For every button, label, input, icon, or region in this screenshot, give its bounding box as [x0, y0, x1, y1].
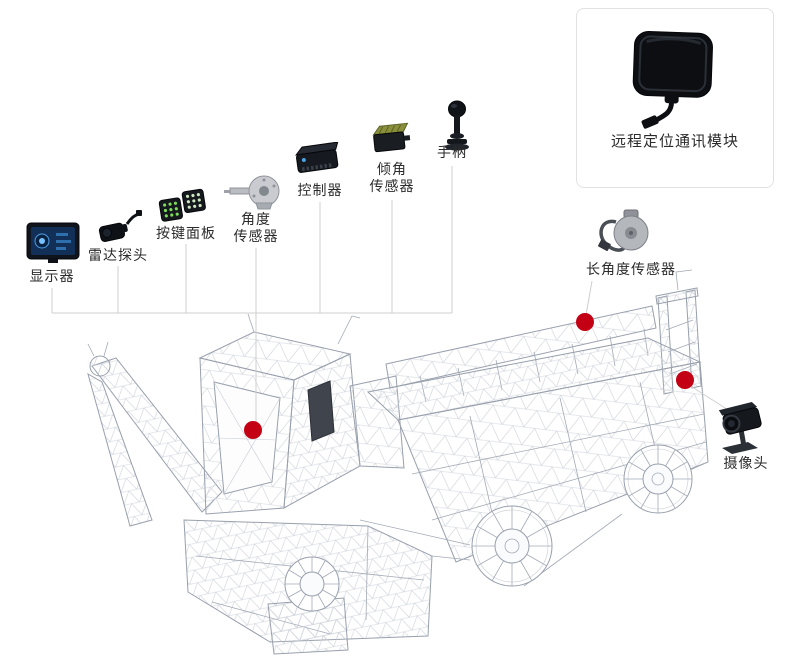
remote-module-panel: 远程定位通讯模块	[576, 8, 774, 188]
display-label: 显示器	[29, 268, 75, 284]
controller-icon	[294, 141, 344, 183]
camera-label: 摄像头	[723, 455, 769, 471]
radar-label: 雷达探头	[88, 247, 148, 263]
cctv-camera-icon	[716, 398, 778, 461]
wheel-front	[284, 556, 340, 612]
tilt-sensor-icon	[370, 120, 414, 163]
location-marker-cab	[244, 421, 262, 439]
controller-label: 控制器	[297, 182, 343, 198]
wheel-center	[471, 505, 553, 587]
location-marker-boom	[576, 313, 594, 331]
long-angle-label: 长角度传感器	[586, 261, 676, 277]
tilt-sensor-label: 倾角 传感器	[369, 161, 415, 194]
wheel-rear	[623, 444, 693, 514]
handle-label: 手柄	[437, 144, 467, 160]
connector-lines	[51, 166, 734, 422]
radar-probe-icon	[96, 208, 142, 251]
keypad-icon	[158, 188, 210, 229]
joystick-icon	[440, 100, 476, 157]
location-marker-rear	[676, 371, 694, 389]
cable-angle-sensor-icon	[596, 204, 658, 265]
angle-sensor-icon	[224, 172, 282, 217]
truck-wireframe	[87, 269, 709, 655]
remote-module-label: 远程定位通讯模块	[610, 133, 739, 150]
monitor-icon	[26, 220, 82, 271]
keypad-label: 按键面板	[156, 225, 216, 241]
angle-sensor-label: 角度 传感器	[233, 211, 279, 244]
gps-module-icon	[632, 30, 713, 129]
